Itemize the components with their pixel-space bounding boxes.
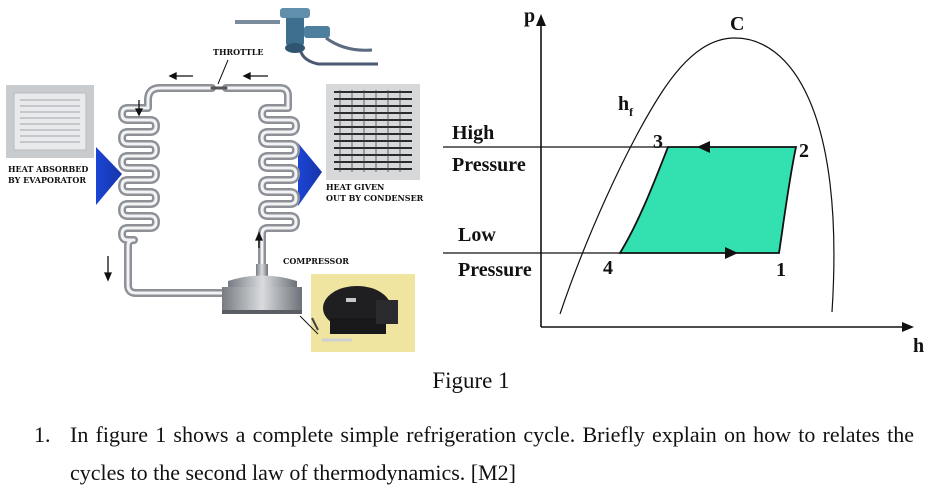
h-axis-label: h	[913, 335, 924, 357]
high-pressure-label-line2: Pressure	[452, 154, 526, 176]
point-2-label: 2	[799, 140, 809, 162]
high-pressure-label-line1: High	[452, 122, 494, 144]
point-3-label: 3	[653, 131, 663, 153]
ph-diagram: p h C hf High Pressure Low Pressure 1 2 …	[443, 5, 924, 357]
evaporator-photo	[6, 85, 94, 158]
condensation-arrow-icon	[697, 141, 710, 153]
saturation-dome	[559, 37, 835, 315]
throttle-pointer	[217, 59, 229, 85]
critical-point-label: C	[730, 13, 744, 35]
compressor-icon	[222, 264, 302, 314]
hf-label: hf	[618, 93, 634, 119]
condenser-photo	[326, 84, 420, 180]
heat-in-arrow-icon	[96, 147, 122, 205]
evaporation-arrow-icon	[725, 247, 738, 259]
refrigeration-schematic: HEAT ABSORBED BY EVAPORATOR	[6, 8, 424, 352]
throttle-label: THROTTLE	[213, 47, 263, 57]
question: 1. In figure 1 shows a complete simple r…	[34, 416, 914, 492]
p-axis-arrow-icon	[536, 14, 546, 26]
point-1-label: 1	[776, 259, 786, 281]
heat-absorbed-label-line2: BY EVAPORATOR	[8, 175, 86, 185]
compressor-label: COMPRESSOR	[283, 256, 349, 266]
heat-out-arrow-icon	[298, 143, 322, 206]
hf-subscript: f	[629, 105, 634, 119]
heat-given-label-line2: OUT BY CONDENSER	[326, 193, 424, 203]
low-pressure-label-line1: Low	[458, 224, 496, 246]
question-text: In figure 1 shows a complete simple refr…	[70, 422, 914, 485]
h-axis-arrow-icon	[902, 322, 914, 332]
refrigerant-pipe	[118, 84, 300, 297]
throttle-valve-photo	[235, 8, 378, 66]
heat-absorbed-label-line1: HEAT ABSORBED	[8, 164, 88, 174]
question-number: 1.	[34, 422, 51, 447]
figure-caption: Figure 1	[432, 368, 510, 393]
hf-letter: h	[618, 93, 629, 115]
heat-given-label-line1: HEAT GIVEN	[326, 182, 384, 192]
flow-arrows	[104, 71, 268, 282]
point-4-label: 4	[603, 257, 613, 279]
cycle-area	[618, 146, 798, 254]
p-axis-label: p	[524, 5, 535, 27]
compressor-photo	[299, 274, 415, 352]
low-pressure-label-line2: Pressure	[458, 259, 532, 281]
